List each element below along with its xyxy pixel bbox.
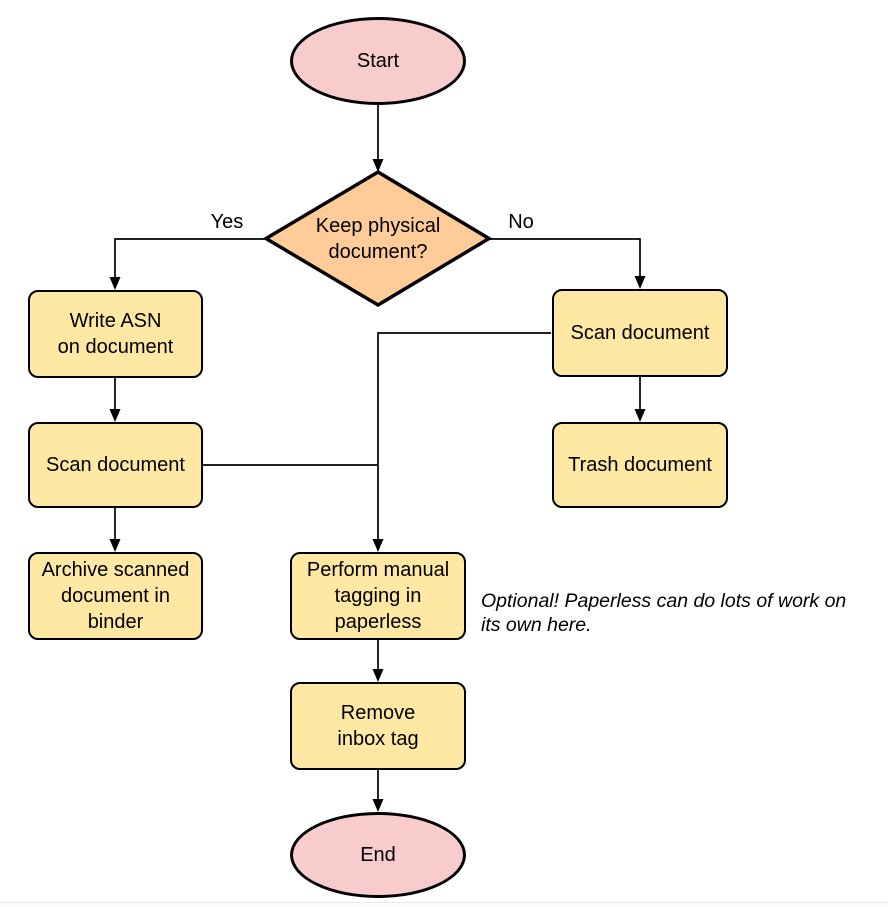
node-scan-document-right: Scan document — [552, 289, 728, 377]
node-manual-tagging: Perform manual tagging in paperless — [290, 552, 466, 640]
arrowhead — [634, 409, 646, 422]
arrowhead — [109, 277, 121, 290]
page-bottom-edge — [0, 902, 888, 907]
arrowhead — [372, 669, 384, 682]
node-write-asn: Write ASN on document — [28, 290, 203, 378]
edge-decision-no — [489, 238, 641, 277]
node-decision-shape — [262, 169, 493, 308]
node-end-label: End — [360, 844, 396, 866]
arrowhead — [372, 159, 384, 172]
node-end: End — [290, 812, 466, 898]
arrowheads — [109, 159, 646, 812]
arrowhead — [109, 539, 121, 552]
arrowhead — [372, 799, 384, 812]
node-trash-document: Trash document — [552, 422, 728, 508]
arrowhead — [372, 539, 384, 552]
edge-decision-yes — [114, 238, 266, 278]
edge-scanright-perform — [377, 332, 551, 540]
annotation-optional-note: Optional! Paperless can do lots of work … — [481, 590, 847, 636]
arrowhead — [109, 409, 121, 422]
node-remove-inbox-tag: Remove inbox tag — [290, 682, 466, 770]
node-start: Start — [290, 17, 466, 105]
node-decision-label: Keep physical document? — [315, 215, 441, 263]
node-archive-binder: Archive scanned document in binder — [28, 552, 203, 640]
node-start-label: Start — [356, 50, 400, 72]
edge-label-no: No — [508, 211, 534, 233]
edge-label-yes: Yes — [210, 211, 244, 233]
arrowhead — [634, 276, 646, 289]
node-scan-document-left: Scan document — [28, 422, 203, 508]
